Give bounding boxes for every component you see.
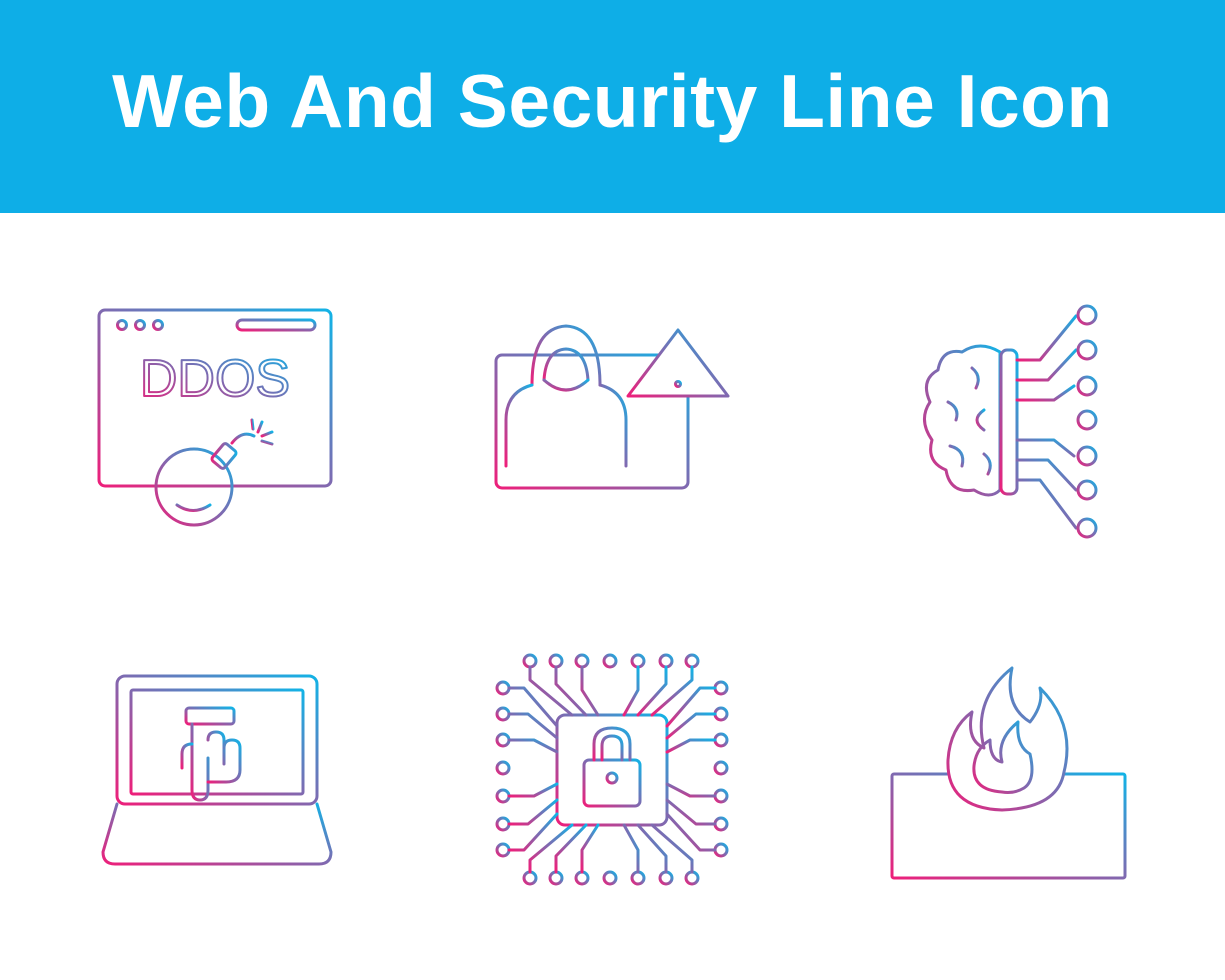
- page-title: Web And Security Line Icon: [112, 58, 1113, 143]
- hacker-monitor-warning-icon: [494, 324, 730, 516]
- ddos-label: DDOS: [140, 350, 290, 408]
- ddos-attack-browser-icon: [97, 308, 333, 527]
- title-banner: Web And Security Line Icon: [0, 0, 1225, 213]
- brain-circuit-icon: [923, 304, 1098, 539]
- chip-lock-icon: [495, 653, 729, 886]
- laptop-hand-hack-icon: [101, 674, 333, 866]
- firewall-icon: [890, 666, 1127, 880]
